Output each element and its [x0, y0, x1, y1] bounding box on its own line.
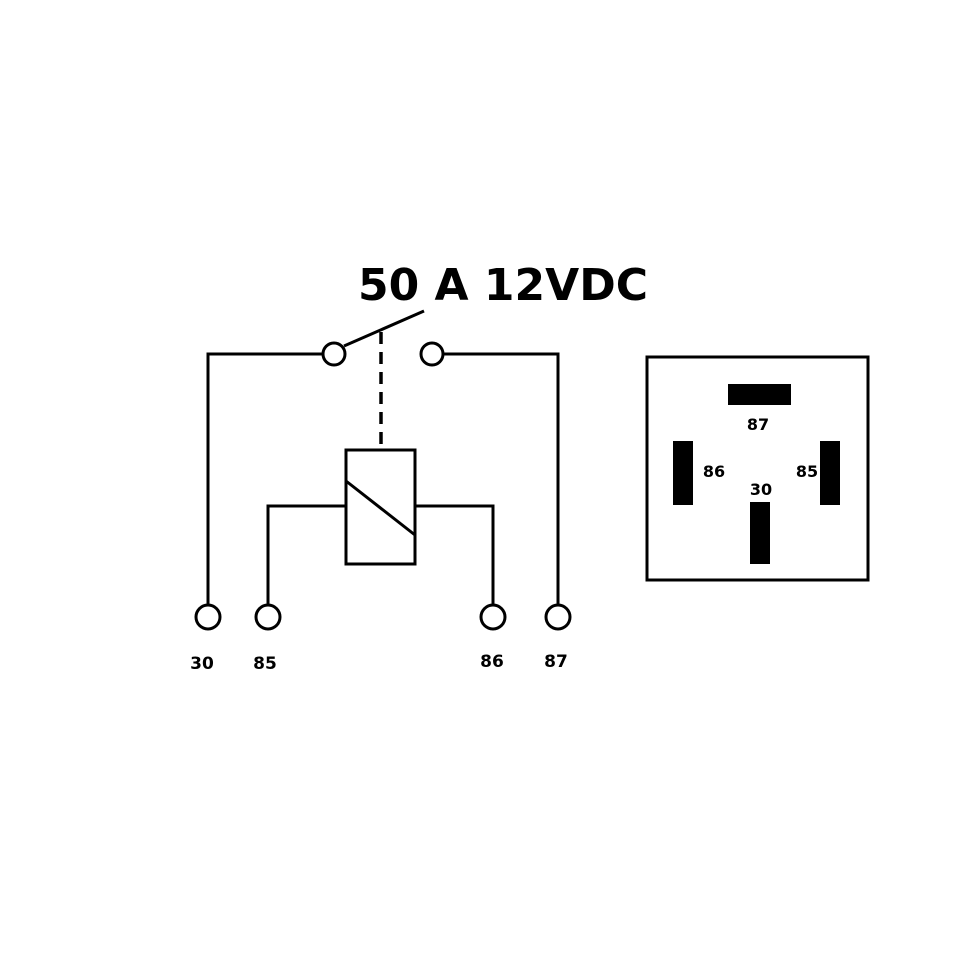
- terminal-label-87: 87: [544, 652, 568, 672]
- terminal-label-85: 85: [253, 654, 277, 674]
- socket-label-30: 30: [750, 480, 772, 499]
- switch-contact-87: [419, 341, 445, 367]
- socket-label-87: 87: [747, 415, 769, 434]
- relay-schematic: 30 85 86 87: [190, 309, 572, 674]
- socket-pin-30: [750, 502, 770, 564]
- diagram-title: 50 A 12VDC: [358, 260, 648, 311]
- terminal-30: [194, 603, 222, 631]
- socket-pin-85: [820, 441, 840, 505]
- wire-85-to-coil: [266, 504, 346, 604]
- wire-switch-to-87: [444, 352, 560, 604]
- wire-coil-to-86: [415, 504, 495, 604]
- socket-label-85: 85: [796, 462, 818, 481]
- socket-label-86: 86: [703, 462, 725, 481]
- terminal-87: [544, 603, 572, 631]
- wire-30-to-switch: [206, 352, 322, 604]
- terminal-86: [479, 603, 507, 631]
- terminal-85: [254, 603, 282, 631]
- terminal-label-30: 30: [190, 654, 214, 674]
- switch-arm: [343, 309, 425, 348]
- switch-contact-common: [321, 341, 347, 367]
- coil-winding-symbol: [345, 479, 416, 537]
- terminal-label-86: 86: [480, 652, 504, 672]
- relay-socket-layout: 87 86 85 30: [645, 355, 870, 582]
- socket-outline: [645, 355, 870, 582]
- socket-pin-86: [673, 441, 693, 505]
- socket-pin-87: [728, 384, 791, 405]
